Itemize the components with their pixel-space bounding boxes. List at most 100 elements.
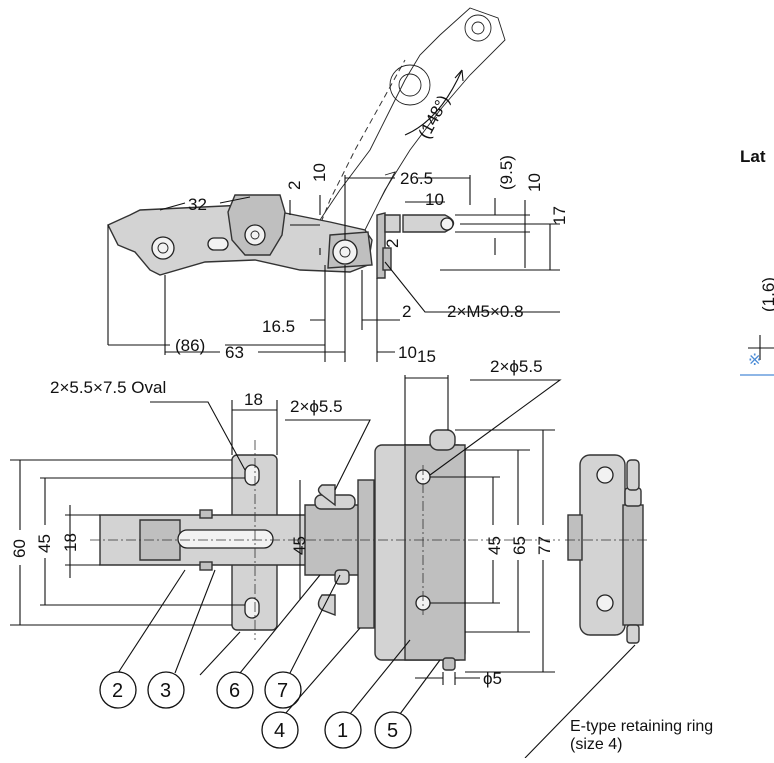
side-view (524, 454, 650, 759)
callout-4: 4 (274, 720, 285, 742)
front-view: 60 45 18 18 2×5.5×7.5 Oval 2×ϕ5.5 45 15 … (10, 347, 562, 688)
lever-rivet-top (199, 509, 213, 519)
front-pivot (332, 239, 358, 265)
dim-26_5-ext (344, 175, 471, 240)
side-note-view: Lat (1.6) ※ (740, 147, 774, 376)
dim-15: 15 (417, 347, 436, 366)
ring-leader (524, 644, 636, 759)
hinge-pin-bottom (334, 569, 350, 585)
catch-screw (382, 247, 392, 271)
callout-2: 2 (112, 680, 123, 702)
catch-pin (442, 657, 456, 671)
dim-77-line (455, 429, 555, 673)
lever-open-pivot (389, 64, 431, 106)
dim-26_5: 26.5 (400, 169, 433, 188)
dim-65: 65 (510, 536, 529, 555)
dim-77: 77 (535, 536, 554, 555)
dim-9_5: (9.5) (497, 155, 516, 190)
hole-a-leader (285, 419, 371, 491)
dim-63: 63 (225, 343, 244, 362)
dim-45-c-line (430, 476, 500, 604)
side-tab (567, 514, 583, 561)
angle-label: (148°) (415, 92, 454, 142)
thread-leader (384, 261, 560, 313)
dim-10-horizontal: 10 (425, 190, 444, 209)
callout-3-circle (147, 671, 185, 709)
catch-top-tab (429, 429, 456, 451)
dim-32-leader (159, 202, 186, 211)
hole-b-label: 2×ϕ5.5 (490, 357, 543, 376)
dim-2-10-ext (289, 195, 321, 215)
side-dim-line (748, 335, 774, 360)
callout-1-leader (349, 639, 411, 715)
callout-6-leader (239, 574, 321, 674)
dim-16_5: 16.5 (262, 317, 295, 336)
dim-18-side: 18 (61, 533, 80, 552)
side-mark: ※ (748, 352, 761, 369)
dim-10-bottom: 10 (398, 343, 417, 362)
callout-6-circle (216, 671, 254, 709)
dim-10-right: 10 (525, 173, 544, 192)
callout-1-circle (324, 711, 362, 749)
callout-4-leader (284, 627, 361, 715)
callout-7: 7 (277, 680, 288, 702)
hole-a-label: 2×ϕ5.5 (290, 397, 343, 416)
side-pin-top (626, 459, 640, 491)
callout-3-leader (174, 569, 216, 674)
callout-2-leader (117, 569, 186, 674)
dim-right-ext (440, 214, 560, 271)
callout-7-leader (289, 574, 341, 674)
callout-5: 5 (387, 720, 398, 742)
dim-2-lower: 2 (402, 302, 411, 321)
ring-size-note: (size 4) (570, 736, 622, 753)
hole-b-leader (429, 379, 562, 476)
dim-65-line (465, 449, 530, 633)
lever-rear-pivot (151, 236, 175, 260)
dim-18-side-line (65, 505, 100, 578)
dim-17: 17 (550, 206, 569, 225)
callout-2-circle (99, 671, 137, 709)
catch-neck (384, 214, 401, 233)
dim-45-b: 45 (290, 536, 309, 555)
front-pivot-inner (339, 246, 351, 258)
dim-18-top: 18 (244, 390, 263, 409)
bracket-pivot (244, 224, 266, 246)
dim-32-leader2 (219, 196, 251, 204)
bracket-pivot-inner (250, 230, 260, 240)
dim-45-a: 45 (35, 534, 54, 553)
angle-arrow (454, 69, 464, 82)
side-dim: (1.6) (759, 277, 774, 312)
dim-15-line (404, 375, 449, 445)
dim-2-vertical: 2 (285, 181, 304, 190)
oval-label: 2×5.5×7.5 Oval (50, 378, 166, 397)
callout-3: 3 (160, 680, 171, 702)
side-pin-bottom (626, 624, 640, 644)
notes: E-type retaining ring (size 4) (570, 718, 713, 753)
side-label: Lat (740, 147, 766, 166)
ring-note: E-type retaining ring (570, 718, 713, 735)
angle-arc (404, 69, 463, 136)
lever-rear-pivot-inner (157, 242, 169, 254)
lever-open-pivot-inner (398, 73, 422, 97)
catch-plate-edge (357, 479, 375, 629)
dim-10-vertical: 10 (310, 163, 329, 182)
lever-grip (139, 519, 181, 561)
callout-5-leader (399, 659, 441, 715)
dim-60: 60 (10, 539, 29, 558)
lever-rivet-bottom (199, 561, 213, 571)
lever-open-outline (299, 7, 506, 251)
oval-leader (150, 401, 246, 471)
oval-hole-top (244, 464, 260, 486)
callout-base-leader (199, 631, 241, 676)
lever-open-bend (379, 171, 396, 201)
dim-phi5-line (415, 672, 480, 685)
dim-32: 32 (188, 195, 207, 214)
lever-slot-front (177, 529, 274, 549)
callouts: 2 3 6 7 4 1 5 (99, 569, 441, 749)
side-hole-top (596, 466, 614, 484)
dim-2-small: 2 (383, 239, 402, 248)
screw-head-top (317, 484, 336, 507)
dim-phi5: ϕ5 (483, 669, 502, 688)
